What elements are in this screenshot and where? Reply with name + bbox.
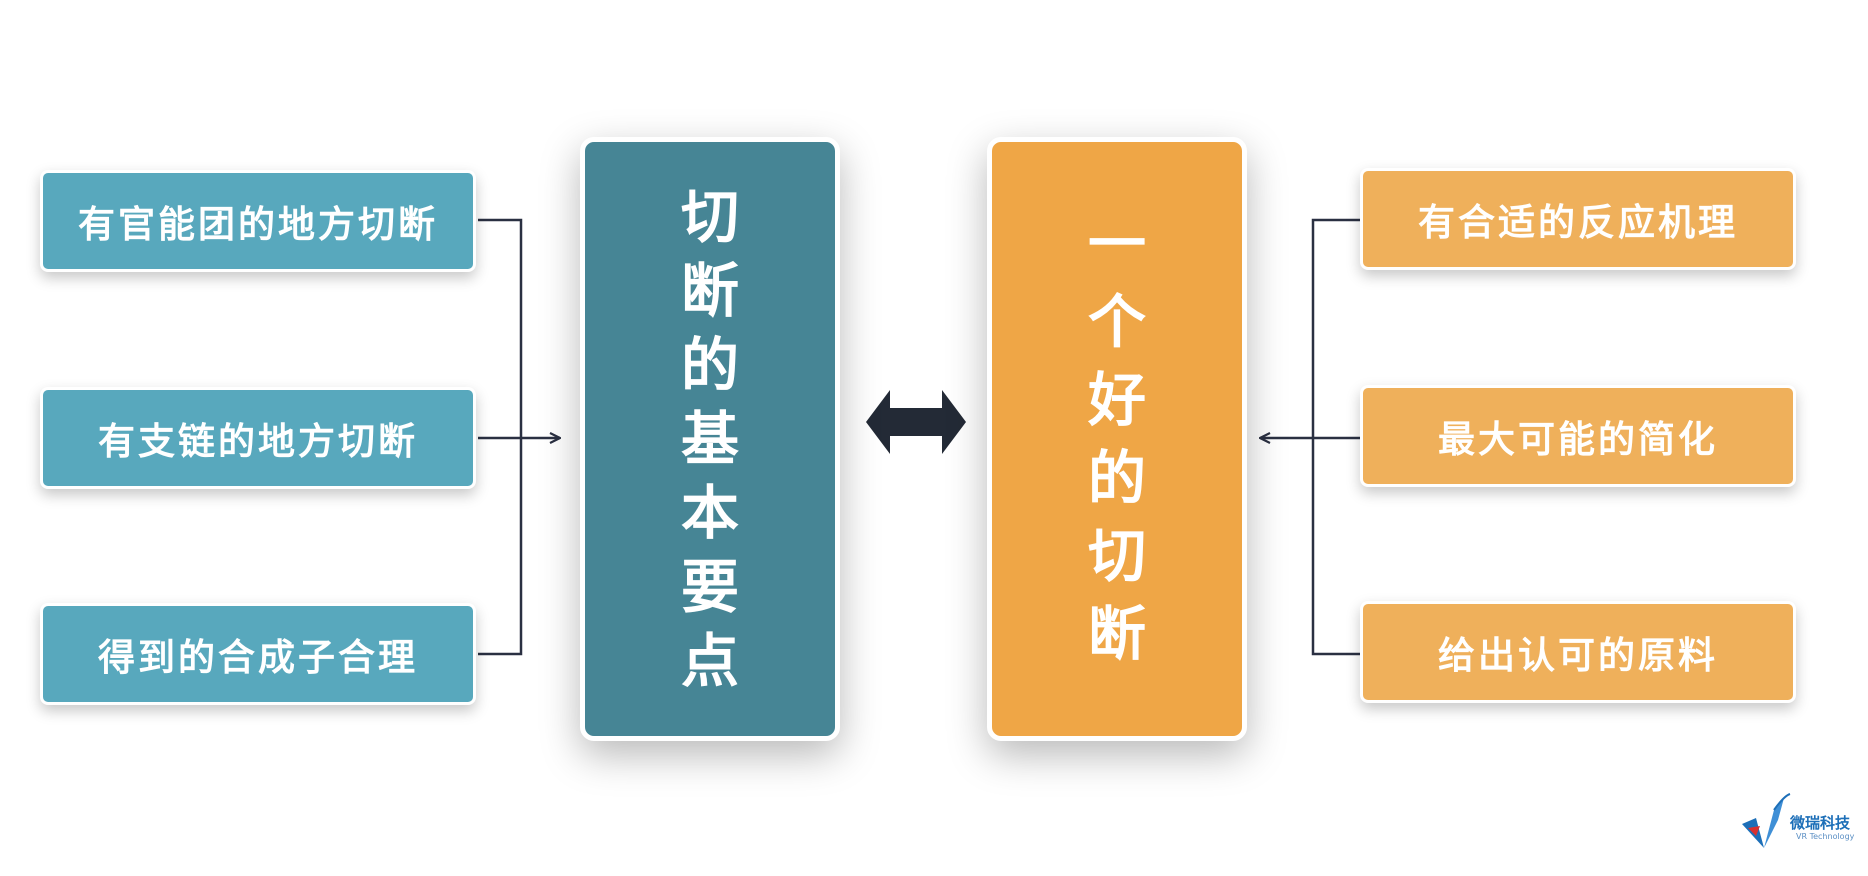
left-title-char: 要 xyxy=(680,553,739,621)
left-bracket xyxy=(478,218,560,656)
right-title-char: 切 xyxy=(1087,522,1146,590)
logo-name: 微瑞科技 xyxy=(1790,814,1851,832)
right-item-materials: 给出认可的原料 xyxy=(1360,601,1796,703)
right-item-simplify: 最大可能的简化 xyxy=(1360,385,1796,487)
logo-mark-icon xyxy=(1742,793,1791,848)
left-title-box: 切 断 的 基 本 要 点 xyxy=(580,137,840,741)
right-title-box: 一 个 好 的 切 断 xyxy=(987,137,1247,741)
left-title-text: 切 断 的 基 本 要 点 xyxy=(681,180,739,698)
left-title-char: 基 xyxy=(680,405,739,473)
right-title-char: 断 xyxy=(1087,600,1146,668)
right-item-label: 有合适的反应机理 xyxy=(1418,201,1738,244)
right-bracket xyxy=(1260,218,1360,656)
left-item-label: 有支链的地方切断 xyxy=(98,420,418,463)
right-title-char: 的 xyxy=(1087,444,1146,512)
left-title-char: 切 xyxy=(680,183,739,251)
left-title-char: 点 xyxy=(680,627,739,695)
right-item-label: 最大可能的简化 xyxy=(1438,418,1718,461)
left-item-label: 有官能团的地方切断 xyxy=(78,203,438,246)
right-item-label: 给出认可的原料 xyxy=(1438,634,1718,677)
left-item-label: 得到的合成子合理 xyxy=(98,636,418,679)
right-title-char: 个 xyxy=(1087,288,1146,356)
left-title-char: 的 xyxy=(680,331,739,399)
left-item-functional-group: 有官能团的地方切断 xyxy=(40,170,476,272)
logo-subtitle: VR Technology xyxy=(1796,832,1855,841)
right-title-char: 一 xyxy=(1087,210,1146,278)
left-title-char: 断 xyxy=(680,257,739,325)
double-arrow-icon xyxy=(866,390,966,454)
right-item-mechanism: 有合适的反应机理 xyxy=(1360,168,1796,270)
left-item-synthon: 得到的合成子合理 xyxy=(40,603,476,705)
brand-logo: 微瑞科技 VR Technology xyxy=(1734,790,1854,854)
right-title-char: 好 xyxy=(1087,366,1146,434)
right-title-text: 一 个 好 的 切 断 xyxy=(1088,205,1146,673)
left-title-char: 本 xyxy=(680,479,739,547)
left-item-branch: 有支链的地方切断 xyxy=(40,387,476,489)
